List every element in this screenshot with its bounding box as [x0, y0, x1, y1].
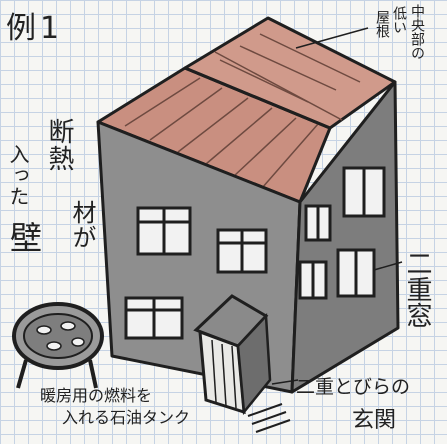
- wall-note-line2: 材が: [68, 200, 96, 250]
- door-note-line1: 二重とびらの: [296, 376, 411, 398]
- door-note-pointer: [271, 379, 299, 385]
- roof-note-line1: 中央部の: [409, 4, 425, 60]
- roof-note-pointer: [295, 27, 369, 49]
- wall-note-line3: 入った: [6, 144, 30, 207]
- side-windows: [298, 166, 386, 300]
- roof-note-line3: 屋根: [374, 10, 390, 38]
- entrance-side: [236, 313, 272, 416]
- roof-ridge-line: [184, 66, 331, 130]
- tank-note-line2: 入れる石油タンク: [62, 408, 191, 427]
- window-note-pointer: [373, 261, 403, 271]
- entrance-steps: [247, 403, 291, 433]
- front-windows: [124, 206, 268, 340]
- wall-note-line4: 壁: [10, 219, 43, 257]
- example-label: 例1: [6, 11, 64, 46]
- roof-note-line2: 低い: [391, 6, 407, 34]
- oil-tank-drawing: [12, 302, 104, 389]
- tank-note-line1: 暖房用の燃料を: [40, 386, 153, 405]
- side-wall: [290, 80, 400, 394]
- entrance-door-lines: [211, 339, 237, 409]
- door-note-line2: 玄関: [352, 408, 397, 433]
- wall-note-line1: 断熱: [44, 118, 74, 172]
- roof-shingle-lines: [124, 33, 361, 189]
- window-note: 二重窓: [402, 250, 432, 328]
